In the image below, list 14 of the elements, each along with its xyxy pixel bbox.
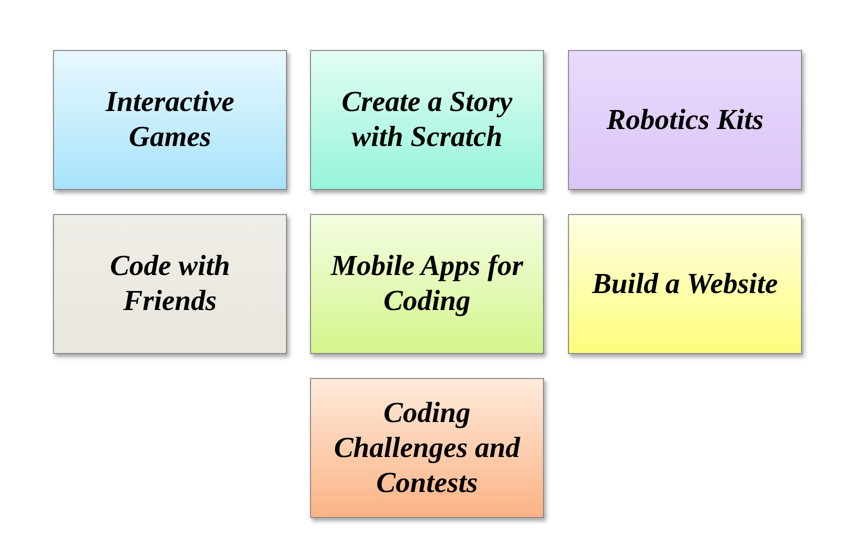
topic-box — [568, 214, 802, 354]
topic-box — [310, 214, 544, 354]
topic-label: Mobile Apps for Coding — [330, 249, 524, 319]
topic-label: Create a Story with Scratch — [340, 85, 514, 155]
topic-box — [310, 378, 544, 518]
topic-label: Code with Friends — [108, 249, 232, 319]
topic-label: Interactive Games — [104, 85, 236, 155]
topic-label: Coding Challenges and Contests — [332, 396, 522, 500]
topic-box — [53, 214, 287, 354]
topic-box — [568, 50, 802, 190]
topic-label: Build a Website — [592, 266, 778, 302]
topic-box — [53, 50, 287, 190]
topic-label: Robotics Kits — [606, 102, 764, 138]
topic-box — [310, 50, 544, 190]
